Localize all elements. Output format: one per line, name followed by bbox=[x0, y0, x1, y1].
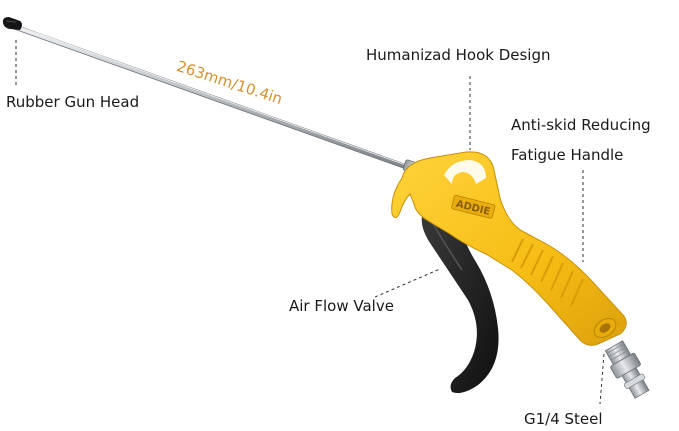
steel-connector bbox=[604, 340, 650, 399]
label-rubber-gun-head: Rubber Gun Head bbox=[6, 93, 140, 111]
label-anti-skid-line1: Anti-skid Reducing bbox=[511, 116, 651, 134]
trigger-lever bbox=[421, 205, 499, 394]
yellow-handle: ADDIE bbox=[391, 151, 627, 346]
label-hook-design: Humanizad Hook Design bbox=[366, 46, 551, 64]
label-steel-connector: G1/4 Steel bbox=[524, 410, 603, 428]
leader-lines bbox=[15, 40, 605, 405]
nozzle-tube bbox=[9, 23, 418, 173]
label-anti-skid-line2: Fatigue Handle bbox=[511, 146, 624, 164]
rubber-tip bbox=[2, 17, 22, 30]
label-air-flow-valve: Air Flow Valve bbox=[289, 297, 394, 315]
